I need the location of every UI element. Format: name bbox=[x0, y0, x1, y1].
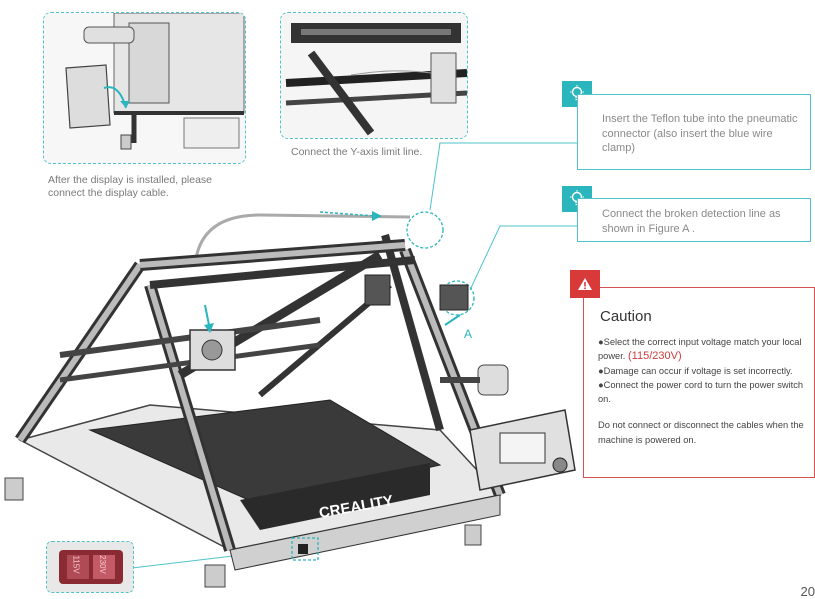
caution-title: Caution bbox=[600, 308, 652, 325]
display-installation-illustration bbox=[44, 13, 245, 163]
caution-line2: ●Damage can occur if voltage is set inco… bbox=[598, 365, 793, 376]
y-axis-limit-caption: Connect the Y-axis limit line. bbox=[291, 146, 423, 158]
display-installation-figure bbox=[43, 12, 246, 164]
page-number: 20 bbox=[800, 584, 815, 599]
printer-illustration: CREALITY bbox=[4, 211, 576, 588]
caution-body: ●Select the correct input voltage match … bbox=[598, 335, 810, 447]
warning-icon bbox=[570, 270, 600, 298]
display-installation-caption: After the display is installed, please c… bbox=[48, 174, 213, 199]
caution-line1: ●Select the correct input voltage match … bbox=[598, 337, 802, 362]
caution-voltage: (115/230V) bbox=[628, 350, 682, 363]
caution-panel: Caution ●Select the correct input voltag… bbox=[570, 270, 815, 478]
caution-line4: Do not connect or disconnect the cables … bbox=[598, 420, 804, 445]
caution-line3: ●Connect the power cord to turn the powe… bbox=[598, 379, 804, 405]
switch-label-230v: 230V bbox=[97, 555, 107, 574]
figure-a-label: A bbox=[464, 327, 473, 341]
y-axis-limit-figure bbox=[280, 12, 468, 139]
tip1-text: Insert the Teflon tube into the pneumati… bbox=[577, 94, 811, 170]
switch-label-115v: 115V bbox=[71, 555, 81, 574]
y-axis-limit-illustration bbox=[281, 13, 467, 138]
voltage-switch-illustration bbox=[47, 542, 133, 592]
voltage-switch-photo: 115V 230V bbox=[46, 541, 134, 593]
tip2-text: Connect the broken detection line as sho… bbox=[577, 198, 811, 242]
